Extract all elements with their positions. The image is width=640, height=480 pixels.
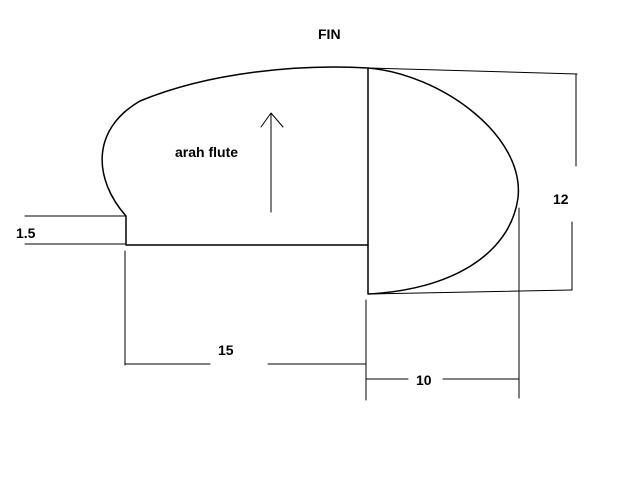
height-dimension-label: 12	[553, 191, 569, 207]
fin-outline	[101, 66, 520, 295]
flute-direction-arrow-head	[260, 112, 284, 128]
tail-length-dimension-label: 10	[416, 372, 432, 388]
flute-direction-label: arah flute	[175, 144, 239, 160]
base-length-dimension-label: 15	[218, 342, 234, 358]
height-extension-top	[367, 67, 578, 75]
height-extension-bottom	[367, 289, 573, 295]
diagram-title: FIN	[318, 26, 341, 42]
root-thickness-dimension-label: 1.5	[16, 225, 36, 241]
